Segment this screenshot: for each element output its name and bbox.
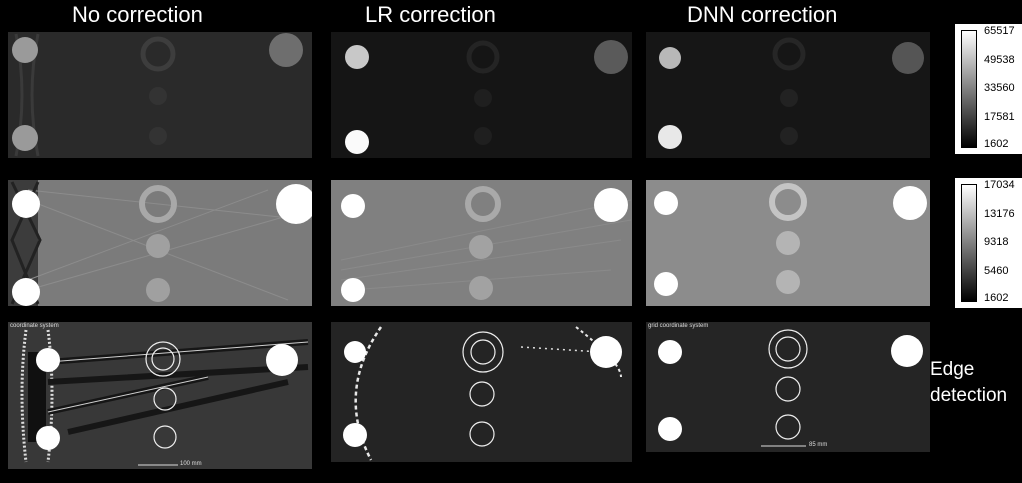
panel-row2-lr-correction (331, 180, 632, 306)
column-title-dnn-correction: DNN correction (687, 2, 838, 27)
colorbar-middle-tick: 13176 (984, 208, 1015, 220)
edge-detection-label: Edge detection (930, 359, 1008, 406)
panel-row2-dnn-correction (646, 180, 930, 306)
colorbar-middle-tick: 9318 (984, 236, 1009, 248)
colorbar-top-tick: 33560 (984, 82, 1015, 94)
panel-row3-dnn-correction: grid coordinate system 85 mm (646, 322, 930, 452)
colorbar-middle-gradient (961, 184, 977, 302)
colorbar-middle-tick: 5460 (984, 265, 1009, 277)
column-title-no-correction: No correction (72, 2, 203, 27)
colorbar-top-tick: 65517 (984, 25, 1015, 37)
column-title-lr-correction: LR correction (365, 2, 496, 27)
panel-row2-no-correction (8, 180, 312, 306)
panel-row1-dnn-correction (646, 32, 930, 158)
colorbar-top-gradient (961, 30, 977, 148)
panel-row3-no-correction: coordinate system 100 mm (8, 322, 312, 469)
scale-bar-label: 100 mm (180, 461, 202, 467)
colorbar-top-tick: 1602 (984, 138, 1009, 150)
panel-row3-lr-correction (331, 322, 632, 462)
scale-bar-label: 85 mm (809, 442, 828, 448)
panel-row1-no-correction (8, 32, 312, 158)
coordinate-system-label: coordinate system (10, 323, 59, 329)
coordinate-system-label: grid coordinate system (648, 323, 709, 329)
colorbar-top: 65517 49538 33560 17581 1602 (955, 24, 1022, 154)
colorbar-middle-tick: 1602 (984, 292, 1009, 304)
colorbar-middle-tick: 17034 (984, 179, 1015, 191)
colorbar-top-tick: 49538 (984, 54, 1015, 66)
panel-row1-lr-correction (331, 32, 632, 158)
colorbar-middle: 17034 13176 9318 5460 1602 (955, 178, 1022, 308)
colorbar-top-tick: 17581 (984, 111, 1015, 123)
